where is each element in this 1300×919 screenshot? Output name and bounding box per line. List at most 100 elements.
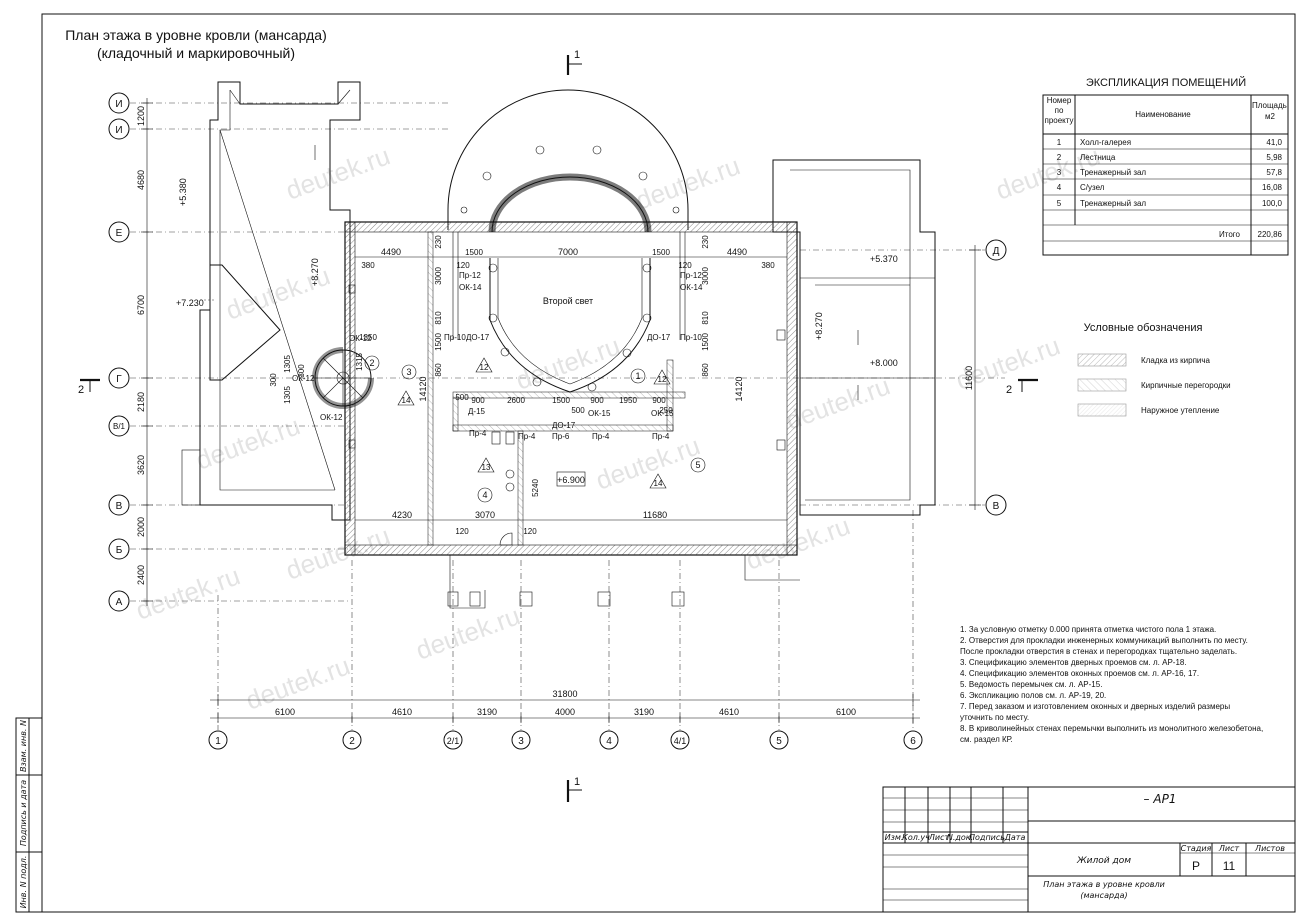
section-mark-left: 2	[78, 378, 100, 396]
svg-text:4610: 4610	[719, 707, 739, 717]
svg-text:4: 4	[1057, 183, 1062, 192]
svg-text:ЭКСПЛИКАЦИЯ ПОМЕЩЕНИЙ: ЭКСПЛИКАЦИЯ ПОМЕЩЕНИЙ	[1086, 76, 1246, 89]
svg-text:Стадия: Стадия	[1181, 844, 1212, 853]
svg-text:3: 3	[518, 736, 524, 747]
svg-text:14120: 14120	[418, 376, 428, 401]
svg-text:6: 6	[910, 736, 916, 747]
second-light: Второй свет	[488, 258, 652, 393]
svg-text:11680: 11680	[643, 510, 667, 520]
svg-text:N.док.: N.док.	[947, 833, 973, 842]
svg-text:230: 230	[434, 235, 443, 249]
svg-text:4610: 4610	[392, 707, 412, 717]
svg-text:2/1: 2/1	[447, 736, 460, 746]
svg-text:380: 380	[761, 261, 775, 270]
svg-text:810: 810	[701, 311, 710, 325]
svg-text:1315: 1315	[355, 353, 364, 371]
svg-text:3190: 3190	[634, 707, 654, 717]
svg-text:Пр-12: Пр-12	[680, 271, 702, 280]
svg-text:Кирпичные перегородки: Кирпичные перегородки	[1141, 381, 1231, 390]
title-block: Изм. Кол.уч Лист N.док. Подпись Дата – А…	[882, 786, 1296, 913]
svg-text:2600: 2600	[507, 396, 525, 405]
svg-text:250: 250	[659, 406, 673, 415]
svg-text:100,0: 100,0	[1262, 199, 1283, 208]
svg-text:4230: 4230	[392, 510, 412, 520]
svg-text:Итого: Итого	[1219, 230, 1241, 239]
svg-text:deutek.ru: deutek.ru	[282, 140, 394, 205]
svg-text:ОК-15: ОК-15	[651, 409, 674, 418]
svg-text:5: 5	[695, 460, 700, 470]
svg-text:ДО-17: ДО-17	[552, 421, 576, 430]
fixtures: +6.900	[348, 284, 786, 546]
svg-text:5: 5	[776, 736, 782, 747]
svg-text:А: А	[116, 597, 123, 608]
svg-text:1305: 1305	[283, 355, 292, 373]
porch	[447, 555, 800, 609]
svg-text:3000: 3000	[701, 267, 710, 285]
sheet-frame	[41, 13, 1296, 913]
svg-text:ОК-12: ОК-12	[292, 374, 315, 383]
svg-text:Тренажерный зал: Тренажерный зал	[1080, 168, 1146, 177]
svg-text:4680: 4680	[136, 170, 146, 190]
svg-text:План этажа в уровне кровли: План этажа в уровне кровли	[1043, 880, 1165, 889]
interior-walls	[427, 231, 686, 546]
section-mark-bottom: 1	[566, 776, 582, 802]
explication-table: ЭКСПЛИКАЦИЯ ПОМЕЩЕНИЙ Номер по проекту Н…	[1042, 76, 1289, 256]
svg-text:2. Отверстия для прокладки инж: 2. Отверстия для прокладки инженерных ко…	[960, 636, 1248, 645]
svg-text:120: 120	[523, 527, 537, 536]
vertical-axes: 1 2 2/1 3 4 4/1 5 6	[208, 510, 923, 750]
svg-text:16,08: 16,08	[1262, 183, 1283, 192]
svg-text:deutek.ru: deutek.ru	[412, 600, 524, 665]
svg-text:2: 2	[1057, 153, 1062, 162]
svg-text:300: 300	[269, 373, 278, 387]
inner-dimensions: 4490 380 1500 7000 1500 4490 380 120 120…	[269, 235, 787, 536]
svg-text:2: 2	[369, 358, 374, 368]
svg-text:14: 14	[402, 396, 411, 405]
svg-text:3: 3	[1057, 168, 1062, 177]
svg-text:31800: 31800	[552, 689, 577, 699]
col-area-header: Площадь, м2	[1252, 101, 1288, 121]
svg-text:Дата: Дата	[1004, 833, 1026, 842]
svg-text:Пр-4: Пр-4	[652, 432, 670, 441]
svg-text:Б: Б	[116, 545, 123, 556]
side-stamp: Инв. N подл. Подпись и дата Взам. инв. N	[15, 717, 43, 913]
svg-text:deutek.ru: deutek.ru	[192, 410, 304, 475]
plan-subtitle: (кладочный и маркировочный)	[97, 45, 295, 61]
svg-text:1500: 1500	[552, 396, 570, 405]
svg-text:Второй свет: Второй свет	[543, 296, 593, 306]
svg-text:2: 2	[349, 736, 355, 747]
svg-text:11600: 11600	[964, 366, 974, 390]
svg-text:В: В	[116, 501, 123, 512]
svg-text:уточнить по месту.: уточнить по месту.	[960, 713, 1029, 722]
svg-text:Р: Р	[1192, 859, 1200, 873]
svg-text:Пр-10: Пр-10	[444, 333, 466, 342]
svg-text:1. За условную отметку 0.000 п: 1. За условную отметку 0.000 принята отм…	[960, 625, 1216, 634]
svg-text:14: 14	[654, 479, 663, 488]
svg-text:1500: 1500	[652, 248, 670, 257]
notes: 1. За условную отметку 0.000 принята отм…	[960, 625, 1263, 744]
svg-text:120: 120	[678, 261, 692, 270]
svg-text:120: 120	[456, 261, 470, 270]
svg-text:+8.270: +8.270	[310, 258, 320, 286]
svg-text:Пр-4: Пр-4	[592, 432, 610, 441]
svg-text:220,86: 220,86	[1258, 230, 1283, 239]
svg-text:6100: 6100	[275, 707, 295, 717]
svg-text:6. Экспликацию полов см. л. АР: 6. Экспликацию полов см. л. АР-19, 20.	[960, 691, 1106, 700]
svg-text:Наружное утепление: Наружное утепление	[1141, 406, 1220, 415]
svg-text:3. Спецификацию элементов двер: 3. Спецификацию элементов дверных проемо…	[960, 658, 1187, 667]
svg-text:Тренажерный зал: Тренажерный зал	[1080, 199, 1146, 208]
svg-text:4. Спецификацию элементов окон: 4. Спецификацию элементов оконных проемо…	[960, 669, 1199, 678]
svg-text:13: 13	[482, 463, 491, 472]
svg-text:1: 1	[574, 776, 580, 788]
svg-text:14120: 14120	[734, 376, 744, 401]
svg-text:2: 2	[1006, 384, 1012, 396]
svg-text:860: 860	[434, 363, 443, 377]
legend: Условные обозначения Кладка из кирпича К…	[1077, 322, 1231, 417]
svg-text:ОК-14: ОК-14	[680, 283, 703, 292]
svg-text:900: 900	[471, 396, 485, 405]
svg-text:12: 12	[480, 363, 489, 372]
svg-text:1: 1	[635, 371, 640, 381]
svg-text:см. раздел КР.: см. раздел КР.	[960, 735, 1013, 744]
svg-text:В/1: В/1	[113, 422, 126, 431]
svg-text:Лист: Лист	[1218, 844, 1240, 853]
svg-text:3070: 3070	[475, 510, 495, 520]
